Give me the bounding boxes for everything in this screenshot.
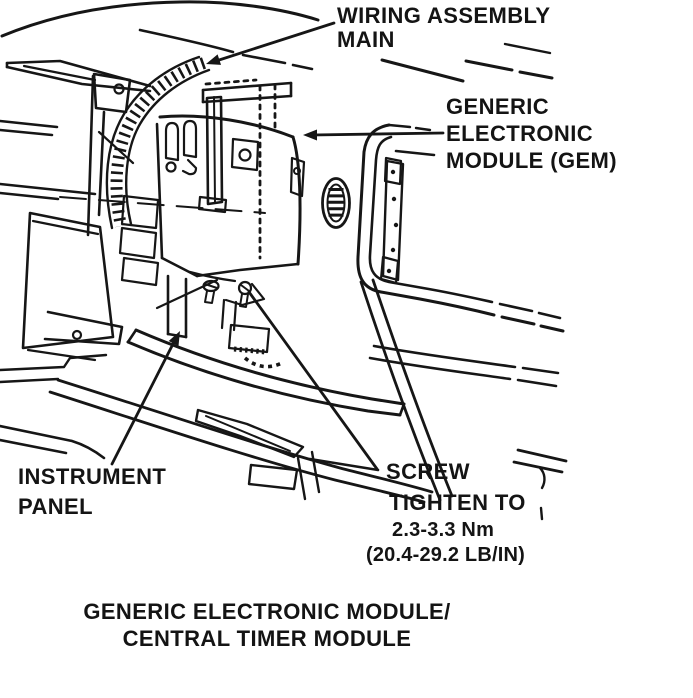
- callout-instrument-panel-line1: INSTRUMENT: [18, 464, 167, 489]
- figure-caption: GENERIC ELECTRONIC MODULE/ CENTRAL TIMER…: [0, 598, 534, 652]
- wiring-harness: [105, 55, 211, 287]
- speaker-grille: [321, 177, 351, 229]
- door-opening-frame: [356, 123, 565, 333]
- screw-baseline: [308, 457, 380, 472]
- mounting-screws: [188, 270, 285, 369]
- gem-leader-2: [394, 149, 436, 157]
- figure-caption-line2: CENTRAL TIMER MODULE: [122, 626, 412, 651]
- dash-top-surface: [0, 0, 554, 83]
- wiring-assembly-leader: [214, 21, 336, 63]
- instrument-panel-edge: [126, 328, 406, 417]
- callout-wiring-assembly-line1: WIRING ASSEMBLY: [337, 3, 551, 28]
- gem-arrowhead: [303, 129, 317, 141]
- screw-head: [237, 280, 253, 296]
- callout-screw-torque-imperial: (20.4-29.2 LB/IN): [366, 544, 526, 566]
- callout-gem-line3: MODULE (GEM): [446, 148, 618, 173]
- callout-screw-line2: TIGHTEN TO: [389, 490, 526, 515]
- callout-instrument-panel-line2: PANEL: [18, 494, 93, 519]
- callout-gem-line2: ELECTRONIC: [446, 121, 593, 146]
- gem-module: [155, 78, 306, 339]
- callout-screw-torque-metric: 2.3-3.3 Nm: [392, 519, 495, 541]
- wiring-assembly-arrowhead: [206, 54, 221, 65]
- figure-caption-line1: GENERIC ELECTRONIC MODULE/: [83, 599, 451, 624]
- leader-lines: [110, 21, 445, 472]
- instrument-panel-leader: [110, 338, 177, 466]
- callout-gem-line1: GENERIC: [446, 94, 550, 119]
- callout-screw-line1: SCREW: [386, 459, 470, 484]
- screw-leader: [247, 290, 379, 471]
- hinge-plate: [379, 156, 405, 285]
- callout-wiring-assembly-line2: MAIN: [337, 27, 395, 52]
- lower-trim: [0, 278, 568, 521]
- instrument-panel-arrowhead: [168, 331, 180, 346]
- relay-bracket-box: [21, 211, 124, 362]
- gem-leader: [310, 131, 445, 137]
